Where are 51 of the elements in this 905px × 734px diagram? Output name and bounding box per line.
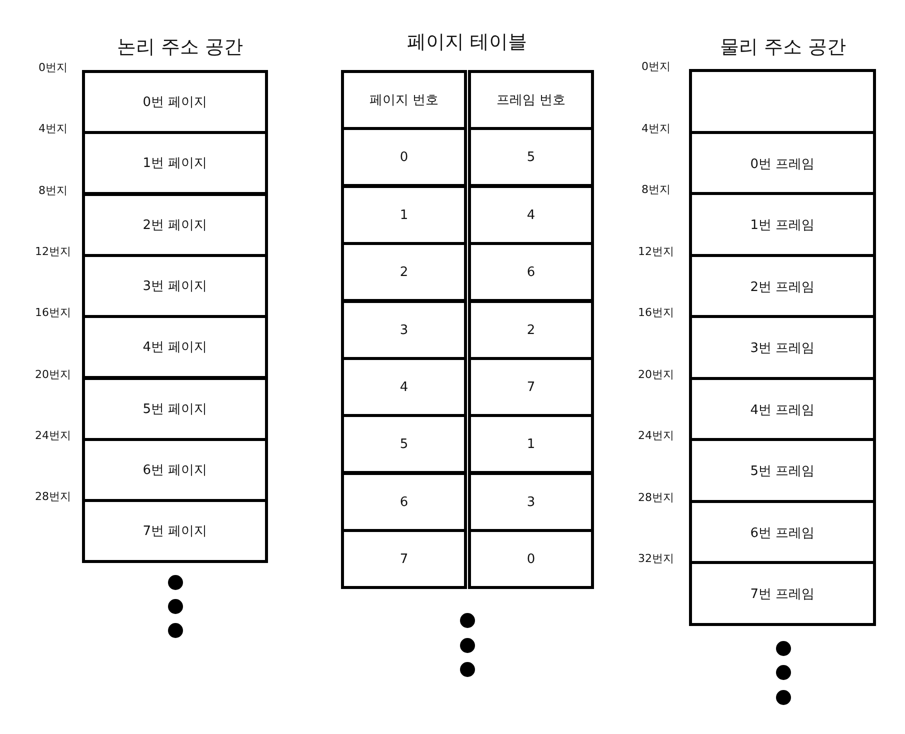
address-label: 8번지 xyxy=(38,184,68,198)
address-label: 16번지 xyxy=(34,306,72,320)
page-number-cell: 2 xyxy=(341,242,467,302)
address-label: 0번지 xyxy=(38,61,68,75)
address-label: 28번지 xyxy=(637,491,675,505)
frame-number-cell: 6 xyxy=(468,242,594,302)
frame-number-cell: 1 xyxy=(468,414,594,474)
page-box: 5번 페이지 xyxy=(82,377,268,441)
frame-number-cell: 3 xyxy=(468,472,594,532)
page-number-cell: 5 xyxy=(341,414,467,474)
frame-number-cell: 5 xyxy=(468,127,594,187)
page-number-cell: 4 xyxy=(341,357,467,417)
frame-box: 5번 프레임 xyxy=(689,438,876,503)
empty-frame-box xyxy=(689,69,876,134)
column-heading: 물리 주소 공간 xyxy=(718,35,848,59)
frame-box: 1번 프레임 xyxy=(689,192,876,257)
page-number-cell: 7 xyxy=(341,529,467,589)
frame-box: 3번 프레임 xyxy=(689,315,876,380)
frame-number-cell: 4 xyxy=(468,185,594,245)
page-number-cell: 6 xyxy=(341,472,467,532)
frame-number-cell: 0 xyxy=(468,529,594,589)
page-box: 7번 페이지 xyxy=(82,499,268,563)
address-label: 12번지 xyxy=(34,245,72,259)
address-label: 0번지 xyxy=(640,60,672,74)
frame-number-cell: 2 xyxy=(468,300,594,360)
frame-number-cell: 7 xyxy=(468,357,594,417)
address-label: 28번지 xyxy=(34,490,72,504)
address-label: 20번지 xyxy=(637,368,675,382)
table-header-cell: 프레임 번호 xyxy=(468,70,594,130)
page-box: 4번 페이지 xyxy=(82,315,268,379)
address-label: 24번지 xyxy=(637,429,675,443)
column-heading: 논리 주소 공간 xyxy=(116,35,244,59)
page-number-cell: 1 xyxy=(341,185,467,245)
page-box: 2번 페이지 xyxy=(82,193,268,257)
address-label: 12번지 xyxy=(637,245,675,259)
column-heading: 페이지 테이블 xyxy=(406,30,528,54)
page-number-cell: 0 xyxy=(341,127,467,187)
page-box: 3번 페이지 xyxy=(82,254,268,318)
address-label: 8번지 xyxy=(640,183,672,197)
frame-box: 7번 프레임 xyxy=(689,561,876,626)
page-number-cell: 3 xyxy=(341,300,467,360)
address-label: 32번지 xyxy=(637,552,675,566)
address-label: 16번지 xyxy=(637,306,675,320)
page-box: 0번 페이지 xyxy=(82,70,268,134)
address-label: 20번지 xyxy=(34,368,72,382)
address-label: 4번지 xyxy=(38,122,68,136)
address-label: 4번지 xyxy=(640,122,672,136)
page-box: 6번 페이지 xyxy=(82,438,268,502)
address-label: 24번지 xyxy=(34,429,72,443)
page-box: 1번 페이지 xyxy=(82,131,268,195)
table-header-cell: 페이지 번호 xyxy=(341,70,467,130)
